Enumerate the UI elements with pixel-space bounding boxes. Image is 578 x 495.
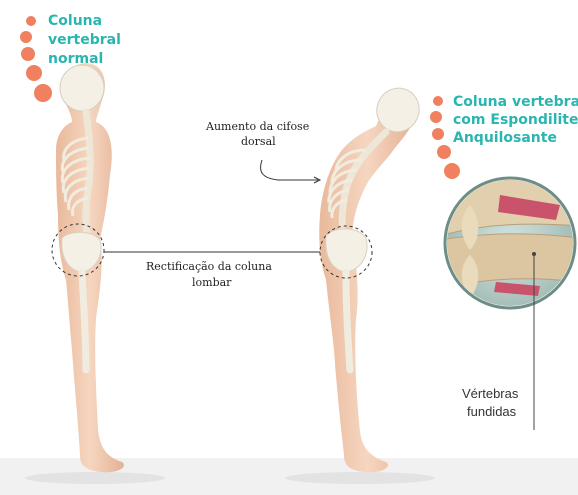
as-label-line2: com Espondilite (453, 112, 578, 128)
as-femur (346, 272, 350, 370)
as-label-line3: Anquilosante (453, 130, 557, 146)
fused-label-line1: Vértebras (462, 386, 519, 401)
normal-skull (60, 65, 104, 111)
normal-label-line3: normal (48, 51, 103, 67)
floor-shadow-right (285, 472, 435, 484)
as-label-line1: Coluna vertebral (453, 94, 578, 110)
fused-vertebrae-inset (440, 175, 578, 315)
normal-label-line2: vertebral (48, 32, 121, 48)
kyphosis-arrow (261, 160, 318, 180)
fused-label-line2: fundidas (467, 404, 517, 419)
fused-pointer-dot (532, 252, 536, 256)
as-posture-figure (319, 81, 426, 472)
normal-femur (82, 272, 86, 370)
floor-shadow-left (25, 472, 165, 484)
lumbar-label-line2: lombar (192, 276, 232, 289)
kyphosis-label-line2: dorsal (241, 135, 276, 148)
normal-label-line1: Coluna (48, 13, 102, 29)
lumbar-label-line1: Rectificação da coluna (146, 260, 272, 273)
kyphosis-label-line1: Aumento da cifose (205, 120, 309, 133)
normal-posture-figure (52, 63, 124, 472)
